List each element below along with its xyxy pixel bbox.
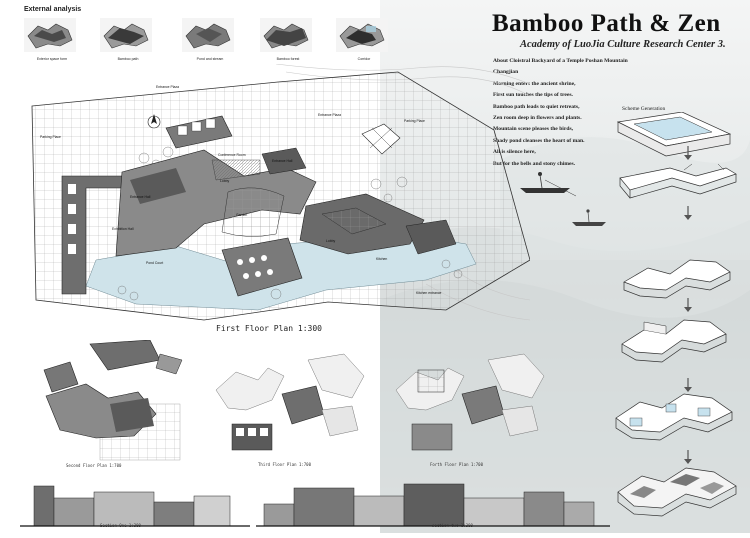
building-footprint — [61, 115, 457, 297]
analysis-thumbnail-image — [24, 18, 76, 52]
analysis-thumbnail: Exterior space form — [24, 18, 80, 61]
room-label-kitchen: Kitchen — [376, 257, 387, 261]
thumbnail-label: Bamboo path — [117, 57, 139, 61]
boat-icon — [572, 209, 606, 226]
scheme-step-3 — [623, 259, 731, 299]
analysis-thumbnail: Corridor — [336, 18, 392, 61]
poem-line: Bamboo path leads to quiet retreats, — [493, 103, 580, 110]
scheme-step-4 — [621, 319, 727, 363]
section-one-label: Section One 1:300 — [100, 523, 141, 528]
poem-line: Changjian — [493, 69, 519, 76]
fourth-floor-plan — [395, 353, 545, 451]
page-subtitle: Academy of LuoJia Culture Research Cente… — [520, 39, 726, 50]
scheme-step-1 — [616, 112, 732, 157]
scheme-generation-diagram — [615, 112, 737, 517]
room-label-parking-place: Parking Place — [40, 135, 61, 139]
external-analysis-title: External analysis — [24, 6, 82, 13]
poem-line: Shady pond cleanses the heart of man. — [493, 137, 585, 144]
arrow-down-icon — [684, 298, 692, 312]
thumbnail-label: Bamboo forest — [276, 57, 300, 61]
room-label-entrance-plaza-2: Entrance Plaza — [318, 113, 341, 117]
section-two-label: section two 1:300 — [432, 523, 473, 528]
first-floor-plan: Entrance Plaza Entrance Plaza Parking Pl… — [31, 64, 530, 321]
room-label-pond: Pond Court — [146, 261, 163, 265]
room-label-exhibition-hall: Exhibition Hall — [112, 227, 134, 231]
poem-line: Mountain scene pleases the birds, — [493, 126, 574, 133]
room-label-lobby: Lobby — [220, 179, 230, 183]
poem-line: Morning enters the ancient shrine, — [493, 80, 576, 87]
room-label-entrance-plaza: Entrance Plaza — [156, 85, 179, 89]
room-label-entrance-hall: Entrance Hall — [130, 195, 151, 199]
scheme-step-5 — [615, 393, 733, 441]
sections-drawing — [20, 483, 610, 527]
arrow-down-icon — [684, 450, 692, 464]
arrow-down-icon — [684, 206, 692, 220]
poem-text: About Cloistral Backyard of a Temple Pos… — [493, 56, 628, 170]
analysis-thumbnail: Pond and stream — [182, 18, 238, 61]
scheme-generation-label: Scheme Generation — [622, 106, 666, 112]
arrow-down-icon — [684, 378, 692, 392]
scheme-step-2 — [619, 163, 737, 199]
fourth-floor-plan-label: Forth Floor Plan 1:700 — [430, 462, 483, 467]
thumbnail-label: Pond and stream — [196, 57, 224, 61]
poem-line: About Cloistral Backyard of a Temple Pos… — [493, 58, 628, 64]
page-title: Bamboo Path & Zen — [492, 10, 721, 37]
section-two — [256, 483, 610, 527]
poem-line: All is silence here, — [493, 149, 536, 156]
analysis-thumbnail: Bamboo path — [100, 18, 156, 61]
second-floor-plan-label: Second Floor Plan 1:700 — [66, 463, 122, 468]
room-label-parking-place-2: Parking Place — [404, 119, 425, 123]
analysis-thumbnail-image — [260, 18, 312, 52]
third-floor-plan-label: Third Floor Plan 1:700 — [258, 462, 311, 467]
analysis-thumbnail: Bamboo forest — [260, 18, 316, 61]
scheme-step-6 — [617, 467, 737, 517]
section-one — [20, 485, 250, 527]
poem-line: Zen room deep in flowers and plants. — [493, 115, 582, 122]
first-floor-plan-label: First Floor Plan 1:300 — [216, 324, 322, 333]
room-label-entrance-hall-2: Entrance Hall — [272, 159, 293, 163]
thumbnail-label: Exterior space form — [36, 57, 68, 61]
room-label-kitchen-entrance: Kitchen entrance — [416, 291, 442, 295]
north-arrow-icon — [147, 114, 161, 129]
analysis-thumbnail-image — [182, 18, 234, 52]
room-label-garden: Garden — [236, 213, 247, 217]
poem-line: First sun touches the tips of trees. — [493, 92, 573, 99]
poem-line: But for the bells and stony chimes. — [493, 160, 576, 167]
boat-icon — [520, 172, 577, 197]
thumbnail-label: Corridor — [357, 57, 371, 61]
room-label-conference-room: Conference Room — [218, 153, 246, 157]
external-analysis-strip: Exterior space form Bamboo path Pond and… — [24, 18, 388, 64]
room-label-lobby-2: Lobby — [326, 239, 336, 243]
analysis-thumbnail-image — [100, 18, 152, 52]
second-floor-plan — [43, 340, 183, 461]
analysis-thumbnail-image — [336, 18, 388, 52]
arrow-down-icon — [684, 146, 692, 160]
third-floor-plan — [215, 353, 365, 451]
